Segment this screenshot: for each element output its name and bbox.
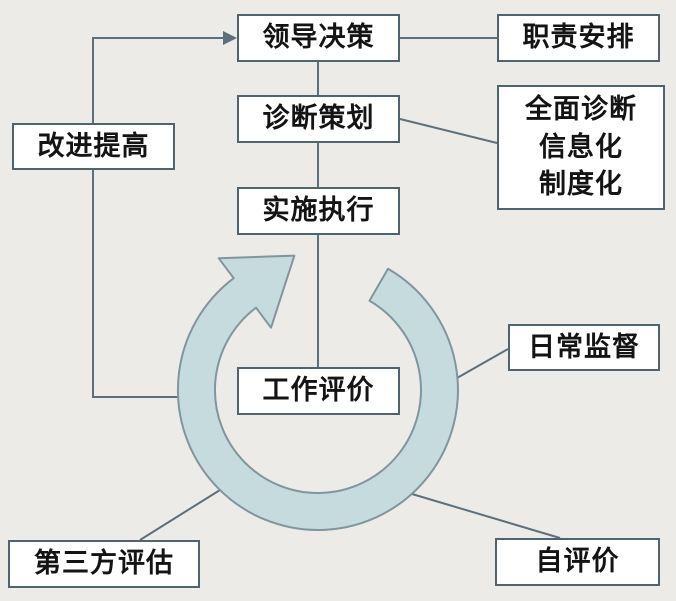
comprehensive-line-3: 制度化 [539,169,623,200]
connector-improvement-cycle [92,170,179,398]
cycle-arrow-icon [176,254,459,531]
box-implementation-execution: 实施执行 [237,187,400,235]
box-improvement: 改进提高 [12,123,175,170]
box-work-evaluation: 工作评价 [237,367,400,415]
comprehensive-line-1: 全面诊断 [525,93,637,124]
box-self-evaluation: 自评价 [495,538,660,586]
connector-cycle-third-party [139,489,221,541]
box-comprehensive-diagnosis: 全面诊断 信息化 制度化 [497,85,665,210]
box-diagnosis-planning: 诊断策划 [237,95,400,143]
box-leadership-decision: 领导决策 [237,14,400,62]
box-third-party-assessment: 第三方评估 [8,540,200,588]
box-responsibility-arrangement: 职责安排 [497,14,660,62]
connector-diagnosis-comprehensive [399,118,498,144]
comprehensive-line-2: 信息化 [539,131,623,162]
connector-cycle-daily-supervision [456,348,509,379]
arrowhead-into-leadership-icon [223,31,237,45]
connector-improvement-leadership [92,37,228,123]
box-daily-supervision: 日常监督 [508,324,660,371]
connector-cycle-self-evaluation [411,493,561,539]
